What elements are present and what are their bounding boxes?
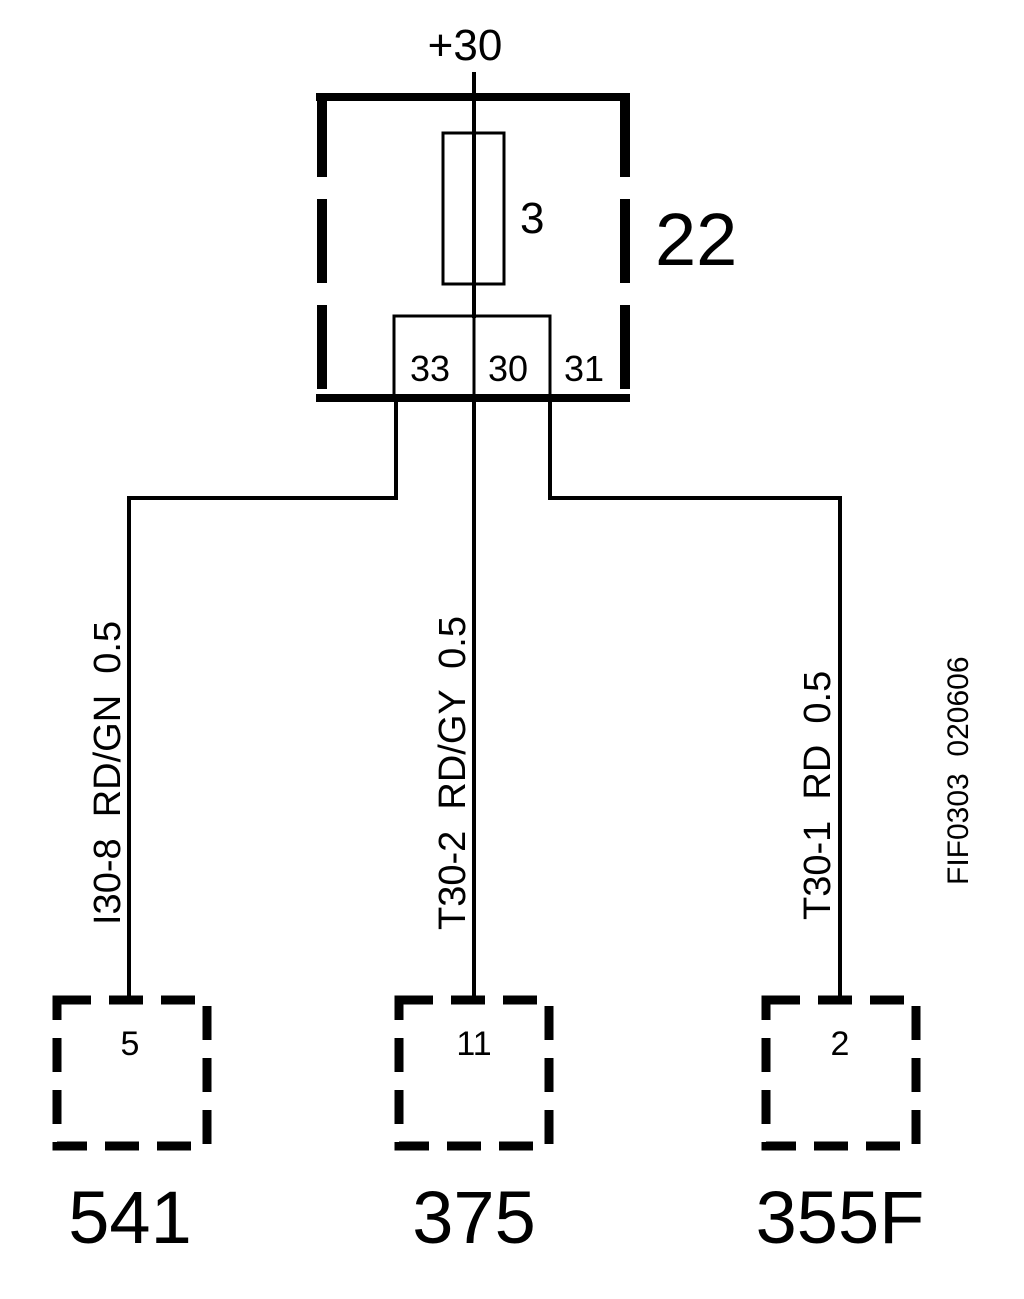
connector-box-541 xyxy=(52,995,212,1151)
connector-id-355f: 355F xyxy=(756,1176,925,1259)
wire-label-right: T30-1 RD 0.5 xyxy=(797,671,839,920)
fuse-element xyxy=(441,131,506,286)
pin-label-33: 33 xyxy=(410,348,450,389)
reference-code: FIF0303 020606 xyxy=(942,656,975,885)
connector-id-375: 375 xyxy=(412,1176,535,1259)
connector-pin-5: 5 xyxy=(121,1025,140,1063)
terminal-block xyxy=(392,314,552,398)
connector-box-355f xyxy=(761,995,921,1151)
connector-id-541: 541 xyxy=(68,1176,191,1259)
pin-label-31: 31 xyxy=(564,348,604,389)
wire-left xyxy=(127,398,398,997)
fuse-number: 3 xyxy=(520,194,544,243)
fuse-box-id: 22 xyxy=(655,198,737,281)
connector-pin-11: 11 xyxy=(456,1025,491,1063)
connector-pin-2: 2 xyxy=(831,1025,850,1063)
wire-label-center: T30-2 RD/GY 0.5 xyxy=(432,616,474,930)
pin-label-30: 30 xyxy=(488,348,528,389)
wire-label-left: I30-8 RD/GN 0.5 xyxy=(87,621,129,925)
supply-label: +30 xyxy=(428,21,503,70)
connector-box-375 xyxy=(394,995,554,1151)
wire-right xyxy=(548,398,842,997)
